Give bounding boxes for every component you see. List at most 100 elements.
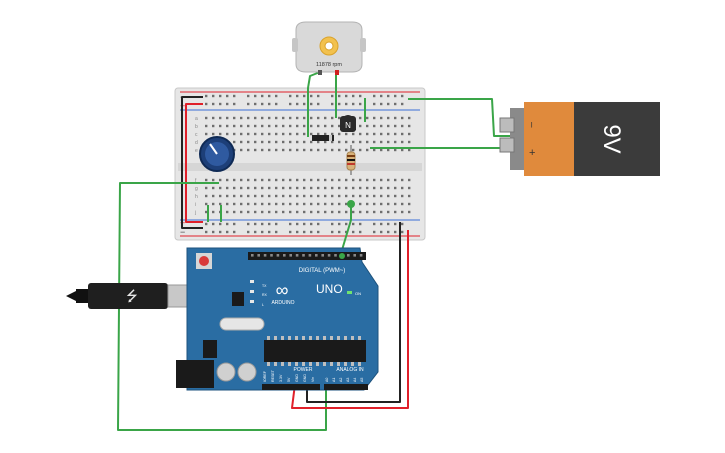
rail-hole[interactable] [247,102,250,106]
rail-hole[interactable] [233,102,236,106]
rail-hole[interactable] [310,222,313,226]
rail-hole[interactable] [338,102,341,106]
breadboard-hole[interactable] [268,124,271,128]
breadboard-hole[interactable] [380,148,383,152]
breadboard-hole[interactable] [324,116,327,120]
breadboard-hole[interactable] [317,148,320,152]
breadboard-hole[interactable] [359,202,362,206]
breadboard-hole[interactable] [254,116,257,120]
breadboard-hole[interactable] [212,186,215,190]
breadboard-hole[interactable] [366,116,369,120]
breadboard-hole[interactable] [366,132,369,136]
breadboard-hole[interactable] [303,140,306,144]
breadboard-hole[interactable] [352,194,355,198]
breadboard-hole[interactable] [247,202,250,206]
breadboard-hole[interactable] [303,116,306,120]
breadboard-hole[interactable] [401,116,404,120]
breadboard-hole[interactable] [331,186,334,190]
rail-hole[interactable] [289,222,292,226]
header-pin[interactable] [257,254,260,257]
breadboard-hole[interactable] [296,210,299,214]
breadboard-hole[interactable] [212,132,215,136]
rail-hole[interactable] [233,222,236,226]
breadboard-hole[interactable] [296,202,299,206]
breadboard-hole[interactable] [387,186,390,190]
breadboard-hole[interactable] [219,202,222,206]
breadboard-hole[interactable] [282,194,285,198]
breadboard-hole[interactable] [289,148,292,152]
digital-header-pins[interactable] [251,254,363,257]
breadboard-hole[interactable] [296,178,299,182]
breadboard-hole[interactable] [268,132,271,136]
breadboard-hole[interactable] [240,202,243,206]
rail-hole[interactable] [352,230,355,234]
rail-hole[interactable] [226,230,229,234]
breadboard-hole[interactable] [373,116,376,120]
rail-hole[interactable] [387,222,390,226]
breadboard-hole[interactable] [212,178,215,182]
rail-hole[interactable] [359,222,362,226]
rail-hole[interactable] [401,222,404,226]
potentiometer[interactable] [199,136,235,172]
rail-hole[interactable] [261,222,264,226]
breadboard-hole[interactable] [296,132,299,136]
breadboard-hole[interactable] [352,132,355,136]
breadboard-hole[interactable] [261,116,264,120]
breadboard-hole[interactable] [310,210,313,214]
breadboard-hole[interactable] [261,124,264,128]
breadboard-hole[interactable] [345,140,348,144]
rail-hole[interactable] [303,94,306,98]
breadboard-hole[interactable] [268,116,271,120]
breadboard-hole[interactable] [331,194,334,198]
potentiometer-knob-indicator[interactable] [209,143,218,155]
header-pin[interactable] [308,254,312,257]
breadboard-hole[interactable] [394,178,397,182]
wire-rail-black-left[interactable] [181,96,203,229]
breadboard-hole[interactable] [345,202,348,206]
breadboard-hole[interactable] [303,194,306,198]
breadboard-hole[interactable] [408,148,411,152]
breadboard-hole[interactable] [366,124,369,128]
rail-hole[interactable] [254,102,257,106]
breadboard-hole[interactable] [394,148,397,152]
breadboard-hole[interactable] [324,178,327,182]
breadboard-hole[interactable] [324,140,327,144]
breadboard-hole[interactable] [219,178,222,182]
breadboard-hole[interactable] [289,116,292,120]
breadboard-hole[interactable] [226,132,229,136]
rail-hole[interactable] [261,230,264,234]
rail-hole[interactable] [331,102,334,106]
breadboard-hole[interactable] [331,116,334,120]
breadboard-hole[interactable] [219,132,222,136]
header-pin[interactable] [321,254,324,257]
breadboard-hole[interactable] [205,124,208,128]
breadboard-hole[interactable] [275,202,278,206]
rail-hole[interactable] [226,102,229,106]
breadboard-hole[interactable] [233,202,236,206]
rail-hole[interactable] [401,102,404,106]
breadboard-hole[interactable] [338,210,341,214]
breadboard-hole[interactable] [247,148,250,152]
breadboard-hole[interactable] [275,210,278,214]
breadboard-hole[interactable] [212,194,215,198]
breadboard-hole[interactable] [254,148,257,152]
rail-hole[interactable] [268,230,271,234]
rail-hole[interactable] [352,222,355,226]
breadboard-hole[interactable] [317,124,320,128]
rail-hole[interactable] [331,94,334,98]
breadboard-hole[interactable] [331,210,334,214]
rail-hole[interactable] [373,102,376,106]
breadboard-hole[interactable] [233,186,236,190]
rail-hole[interactable] [394,102,397,106]
breadboard-hole[interactable] [268,186,271,190]
rail-hole[interactable] [401,230,404,234]
breadboard-hole[interactable] [261,178,264,182]
breadboard-hole[interactable] [394,194,397,198]
breadboard-hole[interactable] [380,124,383,128]
breadboard-hole[interactable] [310,202,313,206]
breadboard-hole[interactable] [401,186,404,190]
breadboard-hole[interactable] [408,186,411,190]
breadboard-hole[interactable] [387,124,390,128]
breadboard-hole[interactable] [289,140,292,144]
breadboard-hole[interactable] [394,124,397,128]
